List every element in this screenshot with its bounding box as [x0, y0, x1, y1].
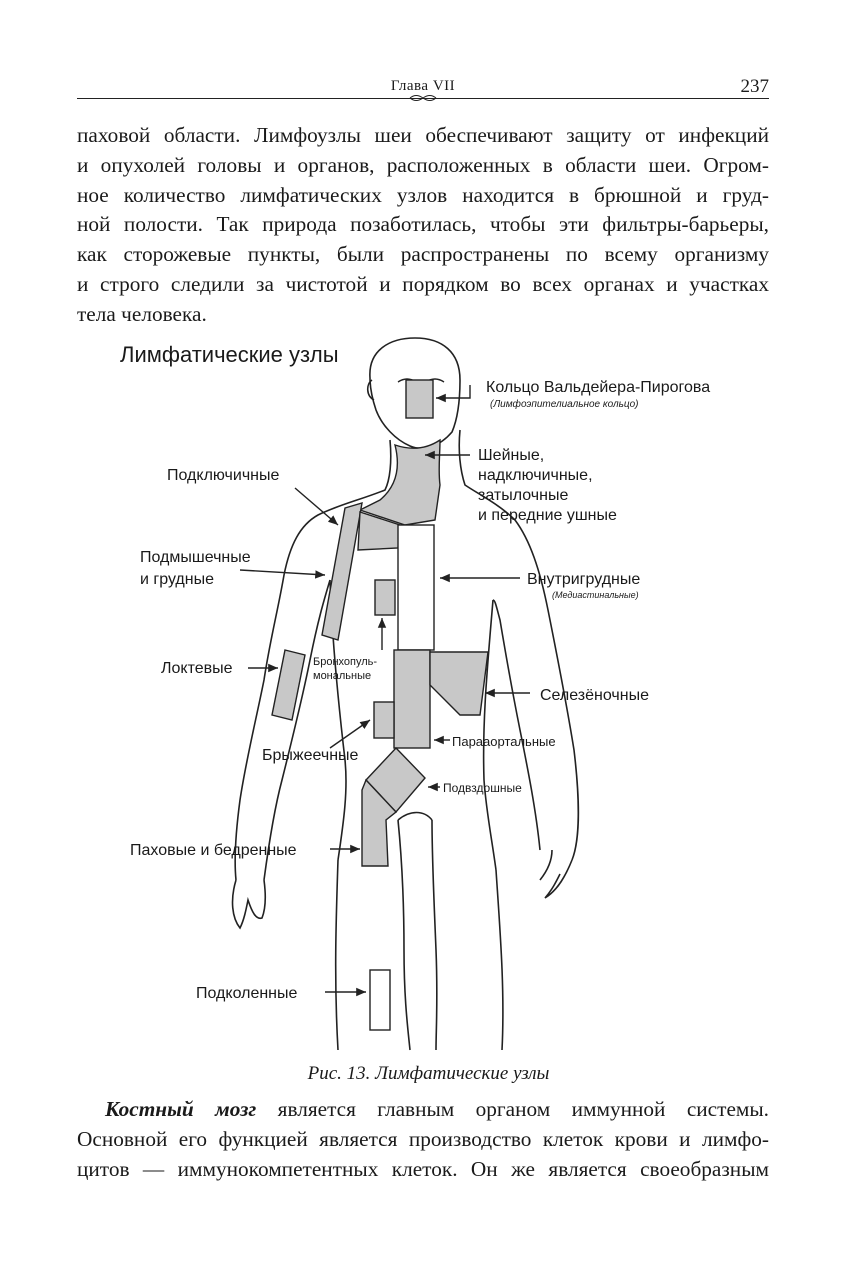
lymph-nodes-figure: Лимфатические узлы Кольцо Вальдейера-Пир… — [120, 337, 710, 1051]
label-axillary-2: и грудные — [140, 571, 214, 588]
paraaortic-node — [393, 649, 431, 749]
label-bronchopulm-2: мональные — [313, 670, 371, 682]
term-bone-marrow: Костный мозг — [105, 1097, 257, 1121]
cervical-node — [358, 438, 441, 526]
splenic-node — [429, 651, 489, 716]
label-iliac: Подвздошные — [443, 781, 522, 795]
label-axillary-1: Подмышечные — [140, 549, 251, 566]
label-cervical-3: затылочные — [478, 487, 568, 504]
intrathoracic-node — [397, 524, 435, 651]
inguinal-node — [361, 778, 398, 867]
label-waldeyer: Кольцо Вальдейера-Пирогова — [486, 379, 710, 396]
text-line: тела человека. — [77, 301, 207, 326]
figure-labels: Лимфатические узлы Кольцо Вальдейера-Пир… — [120, 342, 710, 1002]
figure-caption: Рис. 13. Лимфатические узлы — [307, 1063, 550, 1084]
label-intrathoracic: Внутригрудные — [527, 571, 640, 588]
axillary-node — [321, 502, 363, 641]
figure-title: Лимфатические узлы — [120, 342, 339, 367]
waldeyer-ring-node — [405, 379, 434, 419]
cubital-node — [271, 649, 306, 721]
text-line: как сторожевые пункты, были распростране… — [77, 242, 769, 267]
paragraph-top: паховой области. Лимфоузлы шеи обеспечив… — [77, 121, 769, 330]
label-paraaortic: Парааортальные — [452, 734, 556, 749]
label-cervical-4: и передние ушные — [478, 507, 617, 524]
label-subclavian: Подключичные — [167, 467, 279, 484]
text-line: и опухолей головы и органов, расположенн… — [77, 152, 769, 177]
label-bronchopulm-1: Бронхопуль- — [313, 656, 377, 668]
label-popliteal: Подколенные — [196, 985, 298, 1002]
label-mesenteric: Брыжеечные — [262, 747, 359, 764]
page-number: 237 — [740, 76, 770, 97]
text-fragment: является главным органом иммунной систем… — [256, 1097, 770, 1121]
lymph-node-regions — [271, 379, 489, 1031]
label-intrathoracic-sub: (Медиастинальные) — [552, 590, 639, 600]
bronchopulmonary-node — [374, 579, 396, 616]
text-line: Основной его функцией является производс… — [77, 1126, 769, 1151]
chapter-title: Глава VII — [390, 78, 456, 94]
text-line: цитов — иммунокомпетентных клеток. Он же… — [77, 1156, 769, 1181]
label-cubital: Локтевые — [161, 660, 233, 677]
mesenteric-node — [373, 701, 395, 739]
label-cervical-1: Шейные, — [478, 447, 544, 464]
label-cervical-2: надключичные, — [478, 467, 593, 484]
label-splenic: Селезёночные — [540, 687, 649, 704]
paragraph-bottom: Костный мозг является главным органом им… — [77, 1095, 769, 1184]
page-header: Глава VII 237 — [77, 76, 769, 102]
text-line: и строго следили за чистотой и порядком … — [77, 271, 769, 296]
text-line: паховой области. Лимфоузлы шеи обеспечив… — [77, 123, 769, 147]
text-line: ной полости. Так природа позаботилась, ч… — [77, 212, 769, 237]
label-inguinal: Паховые и бедренные — [130, 842, 297, 859]
label-waldeyer-sub: (Лимфоэпителиальное кольцо) — [490, 398, 638, 410]
leader-arrows — [239, 385, 530, 997]
popliteal-node — [369, 969, 391, 1031]
text-line: ное количество лимфатических узлов наход… — [77, 182, 769, 207]
text-line: Костный мозг является главным органом им… — [77, 1095, 769, 1125]
ornament-icon — [409, 95, 437, 101]
